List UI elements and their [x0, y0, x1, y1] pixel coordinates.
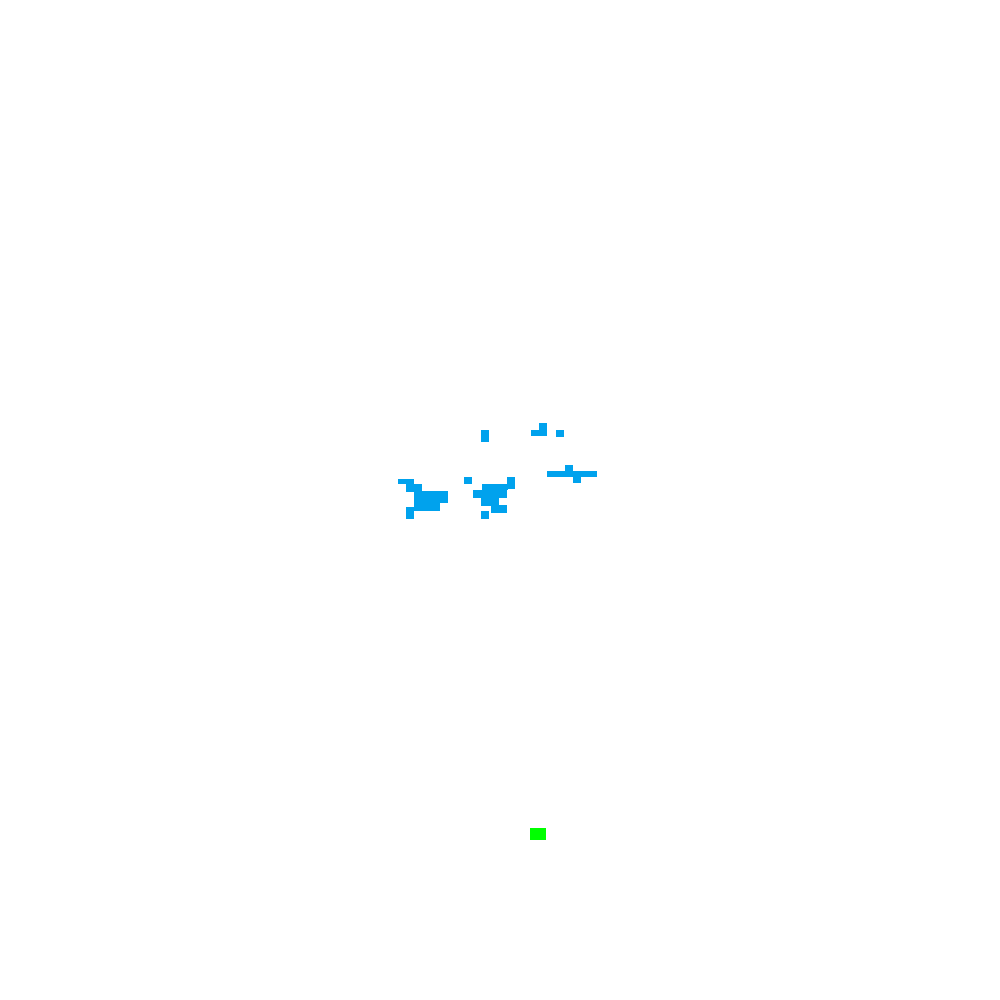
terrain-block: [464, 477, 472, 484]
terrain-block: [414, 503, 440, 511]
terrain-layer: [398, 423, 597, 519]
terrain-block: [481, 511, 489, 519]
terrain-block: [473, 490, 507, 498]
terrain-block: [556, 430, 564, 437]
terrain-block: [573, 477, 581, 483]
terrain-block: [547, 471, 597, 477]
terrain-block: [507, 477, 515, 489]
terrain-block: [531, 430, 547, 436]
terrain-block: [565, 465, 573, 471]
terrain-block: [406, 507, 414, 519]
terrain-block: [481, 498, 499, 506]
terrain-block: [482, 484, 508, 490]
terrain-block: [406, 484, 422, 492]
terrain-block: [398, 479, 414, 484]
player-sprite[interactable]: [530, 828, 546, 840]
terrain-block: [481, 430, 489, 442]
terrain-block: [414, 491, 448, 503]
player-layer: [530, 828, 546, 840]
terrain-block: [491, 505, 507, 513]
terrain-block: [539, 423, 547, 431]
